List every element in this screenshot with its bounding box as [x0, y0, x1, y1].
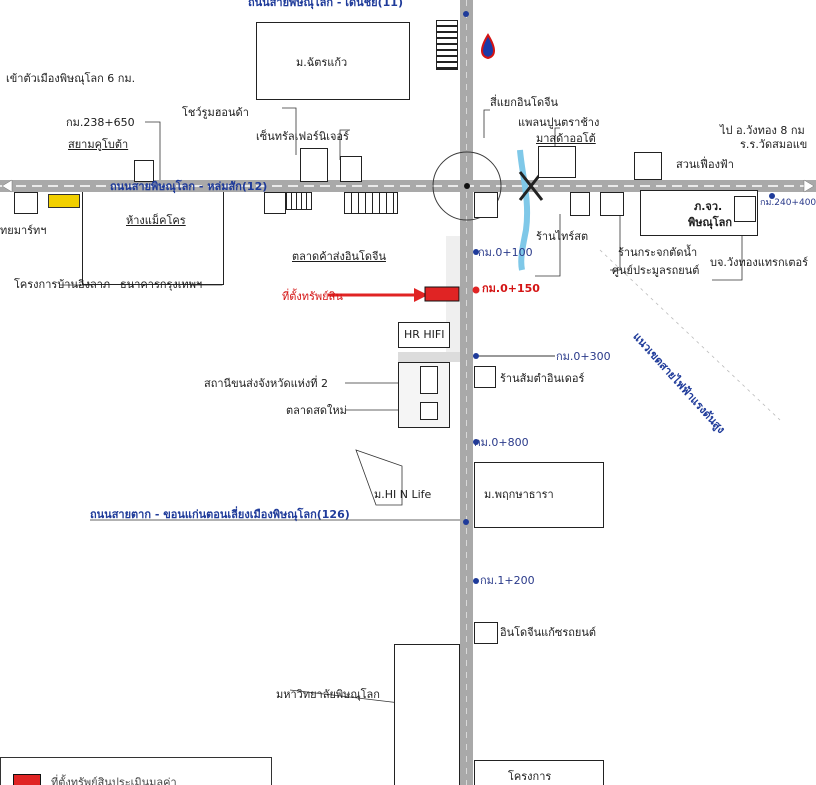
cement-label: แพลนปูนตราช้าง	[518, 116, 600, 129]
chatkaeo-label: ม.ฉัตรแก้ว	[296, 56, 348, 69]
mazda-box	[538, 146, 576, 178]
to-wangthong-label: ไป อ.วังทอง 8 กม	[720, 124, 805, 137]
km238-label: กม.238+650	[66, 116, 135, 129]
project-label: โครงการ	[508, 770, 552, 783]
legend: ที่ตั้งทรัพย์สินประเมินมูลค่า	[0, 757, 272, 785]
furniture-box	[300, 148, 328, 182]
siam-box	[134, 160, 154, 182]
phitsanulok-label: พิษณุโลก	[688, 216, 733, 229]
suan-label: สวนเฟื่องฟ้า	[676, 158, 734, 171]
new-market-box	[420, 402, 438, 420]
pruksa-label: ม.พฤกษาธารา	[484, 488, 554, 501]
school-label: ร.ร.วัดสมอแข	[740, 138, 808, 151]
bangkok-bank-label: ธนาคารกรุงเทพฯ	[120, 278, 203, 291]
siam-kubota-label: สยามคูโบต้า	[68, 138, 129, 151]
km0-100-label: กม.0+100	[478, 246, 533, 259]
ban-ing-lap-label: โครงการบ้านอิงลาภ	[14, 278, 111, 291]
homemart-box	[14, 192, 38, 214]
transport-station-label: สถานีขนส่งจังหวัดแห่งที่ 2	[204, 377, 329, 390]
road-main-label: ถนนสายพิษณุโลก - หล่มสัก(12)	[110, 180, 268, 193]
junction-circle	[432, 151, 502, 221]
police-label: ภ.จว.	[694, 200, 723, 213]
hr-hifi-label: HR HIFI	[404, 328, 445, 341]
tractor-box	[734, 196, 756, 222]
shop-tires-label: ร้านไทร์สต	[536, 230, 589, 243]
shop-box-1	[570, 192, 590, 216]
west-bldg-2	[286, 192, 312, 210]
index-logo	[48, 194, 80, 208]
glass-shop-label: ร้านกระจกตัดน้ำ	[618, 246, 698, 259]
suan-box	[634, 152, 662, 180]
km0-300-label: กม.0+300	[556, 350, 611, 363]
university-label: มหาวิทยาลัยพิษณุโลก	[276, 688, 380, 701]
legend-swatch	[13, 774, 41, 785]
pruksa-building	[474, 462, 604, 528]
furniture-label: เซ็นทรัลเฟอร์นิเจอร์	[256, 130, 349, 143]
junction-label: สี่แยกอินโดจีน	[490, 96, 559, 109]
km1-200-label: กม.1+200	[480, 574, 535, 587]
km0-800-label: กม.0+800	[474, 436, 529, 449]
indochina-glass-box	[474, 622, 498, 644]
hin-life-label: ม.HI N Life	[374, 488, 432, 501]
indochina-glass-label: อินโดจีนแก้ซรถยนต์	[500, 626, 597, 639]
mazda-label: มาสด้าออโต้	[536, 132, 596, 145]
legend-text: ที่ตั้งทรัพย์สินประเมินมูลค่า	[51, 776, 177, 785]
interior-shop-box	[474, 366, 496, 388]
property-marker	[424, 286, 460, 302]
indochina-market-label: ตลาดค้าส่งอินโดจีน	[292, 250, 386, 263]
west-bldg-3	[344, 192, 398, 214]
makro-building	[82, 192, 224, 285]
interior-shop-label: ร้านส้มตำอินเดอร์	[500, 372, 585, 385]
car-icon-box	[340, 156, 362, 182]
km0-150-label: กม.0+150	[482, 282, 540, 295]
shop-box-2	[600, 192, 624, 216]
service-center-label: ศูนย์ประมูลรถยนต์	[612, 264, 700, 277]
hr-hifi-building	[398, 322, 450, 348]
new-market-label: ตลาดสดใหม่	[286, 404, 347, 417]
road-top-label: ถนนสายพิษณุโลก - เด่นชัย(11)	[248, 0, 403, 9]
tractor-label: บจ.วังทองแทรกเตอร์	[710, 256, 809, 269]
chatkaeo-building	[256, 22, 410, 100]
university-building	[394, 644, 460, 785]
km240-label: กม.240+400	[760, 198, 816, 208]
homemart-label: ทยมาร์ทฯ	[0, 224, 47, 237]
road-bottom-label: ถนนสายตาก - ขอนแก่นตอนเลี่ยงเมืองพิษณุโล…	[90, 508, 350, 521]
south-junction-box	[474, 192, 498, 218]
project-building	[474, 760, 604, 785]
main-road-vertical	[460, 0, 473, 785]
west-bldg-1	[264, 192, 286, 214]
makro-label: ห้างแม็คโคร	[126, 214, 186, 227]
showroom-label: โชว์รูมฮอนด้า	[182, 106, 249, 119]
land-location-label: ที่ตั้งทรัพย์สิน	[282, 290, 343, 303]
to-city-label: เข้าตัวเมืองพิษณุโลก 6 กม.	[6, 72, 136, 85]
station-box	[420, 366, 438, 394]
stair-icon	[436, 20, 458, 70]
